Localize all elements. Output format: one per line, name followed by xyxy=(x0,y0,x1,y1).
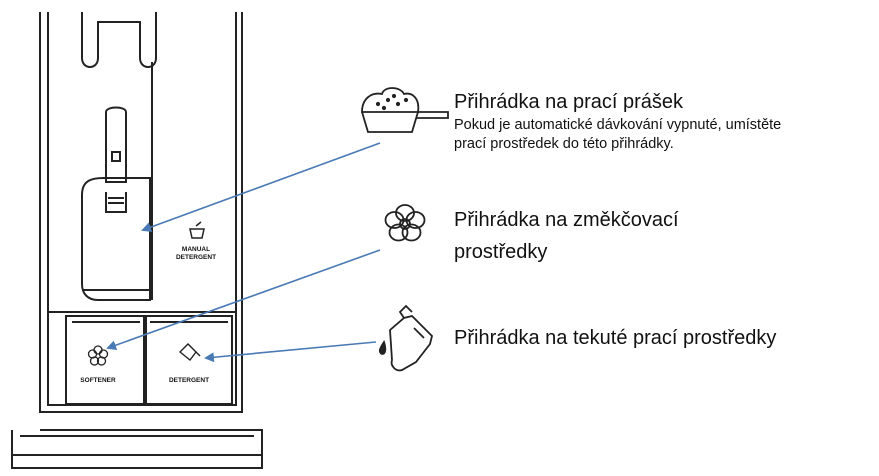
dispenser-drawer xyxy=(11,12,263,469)
softener-compartment-title-line2: prostředky xyxy=(454,241,548,263)
manual-detergent-mini-icon xyxy=(189,221,205,239)
powder-compartment-title: Přihrádka na prací prášek xyxy=(454,91,684,113)
softener-arrow xyxy=(106,249,381,350)
softener-compartment-title-line1: Přihrádka na změkčovací xyxy=(454,209,679,231)
detergent-label: DETERGENT xyxy=(169,377,209,384)
detergent-mini-bottle-icon xyxy=(178,343,201,361)
flower-softener-icon xyxy=(384,204,426,242)
powder-scoop-icon xyxy=(361,87,449,133)
powder-arrow xyxy=(141,142,381,232)
softener-mini-flower-icon xyxy=(87,345,109,366)
softener-label: SOFTENER xyxy=(80,377,116,384)
callout-arrows xyxy=(106,142,381,363)
powder-compartment-desc-line1: Pokud je automatické dávkování vypnuté, … xyxy=(454,117,782,133)
liquid-compartment-title: Přihrádka na tekuté prací prostředky xyxy=(454,327,777,349)
liquid-bottle-icon xyxy=(378,304,433,372)
powder-compartment-desc-line2: prací prostředek do této přihrádky. xyxy=(454,136,674,152)
manual-label-line1: MANUAL xyxy=(182,246,210,253)
liquid-arrow xyxy=(204,341,377,363)
manual-label-line2: DETERGENT xyxy=(176,254,216,261)
